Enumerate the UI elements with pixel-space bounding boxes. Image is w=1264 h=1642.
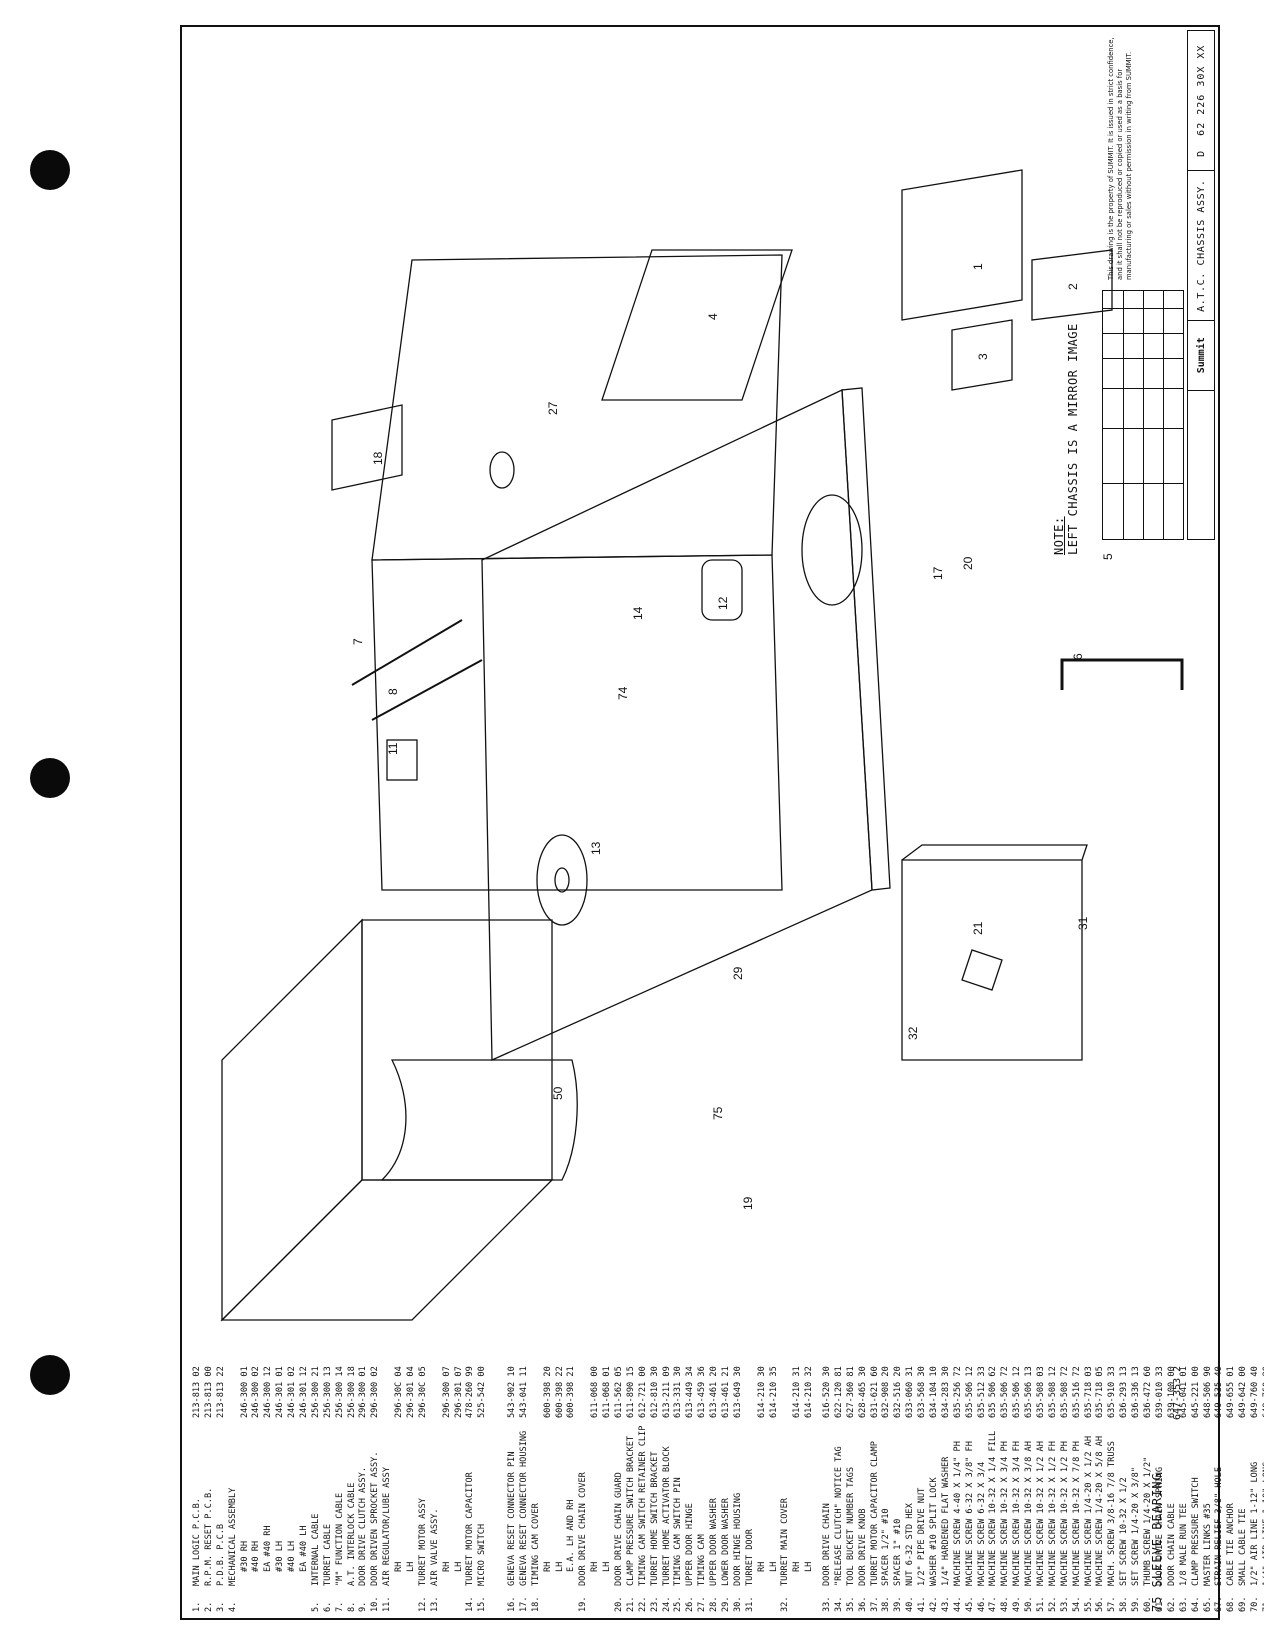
pcb-board-2 bbox=[1031, 249, 1113, 321]
parts-list-row: 70. 1/2" AIR LINE 1-12" LONG 649-760 40 bbox=[1250, 1358, 1262, 1612]
callout-11: 11 bbox=[386, 742, 400, 755]
item-part-number: 649-760 40 bbox=[1250, 1366, 1261, 1418]
callout-13: 13 bbox=[589, 841, 603, 855]
item-description: SMALL CABLE TIE bbox=[1238, 1508, 1249, 1586]
timing-cam-shape bbox=[489, 451, 515, 489]
callout-29: 29 bbox=[731, 966, 745, 980]
callout-12: 12 bbox=[716, 596, 730, 610]
turret-wheel-right bbox=[801, 494, 863, 606]
item-number: 70. bbox=[1250, 1596, 1261, 1612]
note-text: LEFT CHASSIS IS A MIRROR IMAGE bbox=[1066, 323, 1080, 555]
timing-cam-cover-box bbox=[331, 404, 403, 491]
callout-17: 17 bbox=[931, 566, 945, 580]
callout-7: 7 bbox=[351, 638, 365, 645]
chassis-base-plate bbox=[481, 387, 891, 1061]
mechanical-assembly-box bbox=[601, 249, 793, 401]
item-description: CABLE TIE ANCHOR bbox=[1226, 1503, 1237, 1586]
pcb-board-3 bbox=[951, 319, 1013, 391]
door-chain-cover-shape bbox=[380, 1059, 578, 1181]
callout-31: 31 bbox=[1076, 916, 1090, 930]
item-part-number: 649-642 00 bbox=[1238, 1366, 1249, 1418]
drawing-number-text: 62 226 30X XX bbox=[1195, 44, 1207, 136]
callout-6: 6 bbox=[1071, 653, 1085, 660]
callout-8: 8 bbox=[386, 688, 400, 695]
parts-list-row: 68. CABLE TIE ANCHOR 649-655 01 bbox=[1226, 1358, 1238, 1612]
callout-4: 4 bbox=[706, 313, 720, 320]
air-regulator-shape bbox=[386, 739, 418, 781]
item-description: 1/2" AIR LINE 1-12" LONG bbox=[1250, 1461, 1261, 1586]
parts-list-row: 69. SMALL CABLE TIE 649-642 00 bbox=[1238, 1358, 1250, 1612]
callout-21: 21 bbox=[971, 921, 985, 935]
callout-5: 5 bbox=[1101, 553, 1115, 560]
callout-19: 19 bbox=[741, 1196, 755, 1210]
handle-shape bbox=[1060, 658, 1184, 690]
note-heading: NOTE: bbox=[1052, 516, 1066, 555]
binder-hole-top bbox=[30, 150, 70, 190]
proprietary-note: This drawing is the property of SUMMIT. … bbox=[1107, 37, 1133, 280]
callout-50: 50 bbox=[551, 1086, 565, 1100]
callout-2: 2 bbox=[1066, 283, 1080, 290]
callout-20: 20 bbox=[961, 556, 975, 570]
drawing-size: D bbox=[1195, 149, 1207, 157]
title-block-revision-cells bbox=[1188, 389, 1214, 539]
title-block: Summit A.T.C. CHASSIS ASSY. D 62 226 30X… bbox=[1187, 30, 1215, 540]
turret-wheel-large bbox=[536, 834, 588, 926]
binder-hole-bottom bbox=[30, 1355, 70, 1395]
callout-27: 27 bbox=[546, 401, 560, 415]
callout-32: 32 bbox=[906, 1026, 920, 1040]
callout-1: 1 bbox=[971, 263, 985, 270]
bracket-21 bbox=[961, 949, 1003, 991]
item-part-number: 649-655 01 bbox=[1226, 1366, 1237, 1418]
company-logo: Summit bbox=[1188, 319, 1214, 390]
turret-main-cover-shape bbox=[220, 918, 554, 1322]
callout-74: 74 bbox=[616, 686, 630, 700]
callout-75: 75 bbox=[711, 1106, 725, 1120]
cables-7-8 bbox=[351, 619, 483, 721]
item-number: 68. bbox=[1226, 1596, 1237, 1612]
mirror-image-note: NOTE: LEFT CHASSIS IS A MIRROR IMAGE bbox=[1052, 323, 1080, 555]
turret-door-shape bbox=[901, 844, 1088, 1061]
item-number: 69. bbox=[1238, 1596, 1249, 1612]
drawing-number: D 62 226 30X XX bbox=[1188, 31, 1214, 170]
drawing-title: A.T.C. CHASSIS ASSY. bbox=[1188, 170, 1214, 320]
turret-motor-shape bbox=[701, 559, 743, 621]
callout-18: 18 bbox=[371, 451, 385, 465]
callout-14: 14 bbox=[631, 606, 645, 620]
chassis-vertical-wall bbox=[371, 254, 783, 891]
binder-hole-middle bbox=[30, 758, 70, 798]
revision-grid bbox=[1102, 290, 1184, 540]
callout-3: 3 bbox=[976, 353, 990, 360]
exploded-assembly-view: 32 74 31 12 18 1 2 3 4 5 6 7 8 11 13 19 … bbox=[220, 169, 1184, 1322]
pcb-board-1 bbox=[901, 169, 1023, 321]
